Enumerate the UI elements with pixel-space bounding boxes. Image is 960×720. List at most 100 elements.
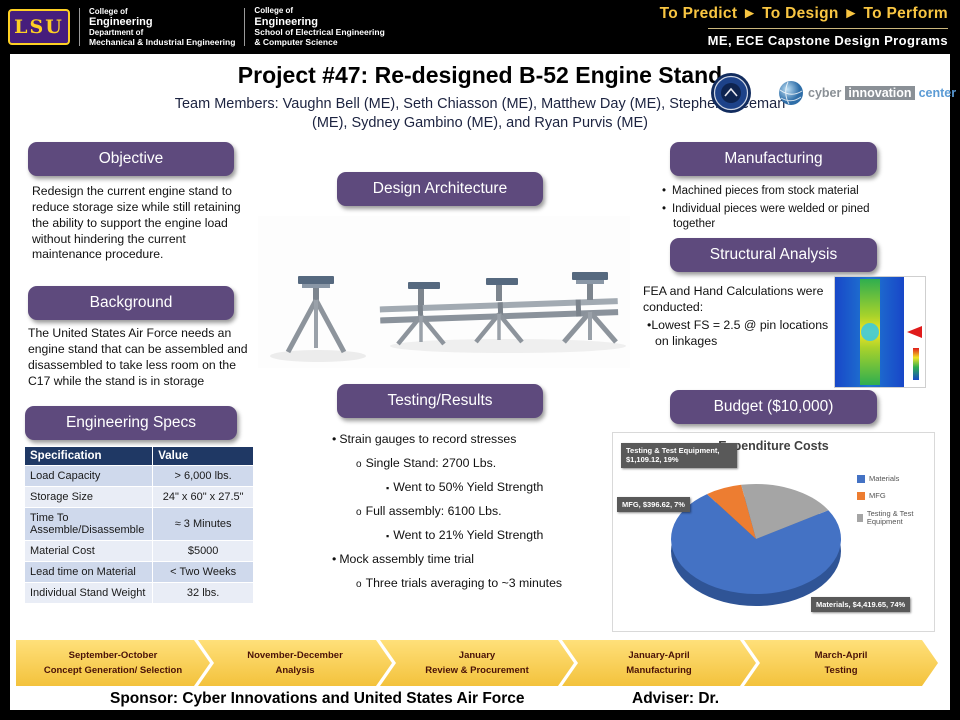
section-header-structural-analysis: Structural Analysis — [670, 238, 877, 272]
structural-analysis-title: Structural Analysis — [709, 246, 838, 263]
phase-name: Concept Generation/ Selection — [43, 664, 183, 676]
phase-period: January — [458, 650, 496, 662]
legend-item: MFG — [857, 491, 929, 501]
table-row: Lead time on Material< Two Weeks — [23, 561, 254, 583]
objective-title: Objective — [98, 150, 164, 167]
testing-results-list: Strain gauges to record stresses Single … — [328, 432, 630, 600]
spec-value: 32 lbs. — [152, 582, 254, 604]
header-right: To Predict ► To Design ► To Perform ME, … — [660, 5, 960, 50]
timeline-phase-4: January-April Manufacturing — [562, 640, 756, 686]
phase-name: Review & Procurement — [425, 664, 529, 676]
spec-name: Lead time on Material — [23, 561, 154, 583]
list-item: Machined pieces from stock material — [660, 184, 888, 199]
design-architecture-title: Design Architecture — [372, 180, 508, 197]
dept2-line2: Engineering — [254, 15, 318, 28]
dept1-line3: Department of — [89, 28, 144, 38]
header-bar: LSU College of Engineering Department of… — [0, 0, 960, 54]
timeline-phase-2: November-December Analysis — [198, 640, 392, 686]
spec-name: Material Cost — [23, 540, 154, 562]
chart-title: Expenditure Costs — [718, 439, 829, 453]
dept2-line1: College of — [254, 6, 294, 16]
phase-period: March-April — [814, 650, 868, 662]
dept2-line4: & Computer Science — [254, 36, 338, 47]
phase-name: Manufacturing — [626, 664, 692, 676]
table-row: Time To Assemble/Disassemble≈ 3 Minutes — [23, 507, 254, 541]
legend-swatch-materials — [857, 475, 865, 484]
legend-item: Testing & Test Equipment — [857, 508, 929, 527]
table-row: Material Cost$5000 — [23, 540, 254, 562]
list-item: Strain gauges to record stresses — [328, 432, 630, 446]
lsu-logo-text: LSU — [14, 16, 64, 38]
legend-label: Materials — [869, 474, 900, 483]
engineering-specs-table: Specification Value Load Capacity> 6,000… — [23, 446, 254, 604]
objective-body: Redesign the current engine stand to red… — [32, 184, 241, 262]
testing-results-title: Testing/Results — [387, 392, 493, 409]
spec-value: $5000 — [152, 540, 254, 562]
program-title: ME, ECE Capstone Design Programs — [707, 27, 948, 48]
phase-period: September-October — [68, 650, 158, 662]
list-item: Single Stand: 2700 Lbs. — [328, 456, 630, 470]
cyber-logo-word2: innovation — [845, 86, 915, 100]
table-row: Load Capacity> 6,000 lbs. — [23, 465, 254, 487]
list-item: Full assembly: 6100 Lbs. — [328, 504, 630, 518]
structural-analysis-lead: FEA and Hand Calculations were conducted… — [643, 284, 824, 314]
dept1-line4: Mechanical & Industrial Engineering — [89, 36, 236, 47]
poster-body: Project #47: Re-designed B-52 Engine Sta… — [10, 54, 956, 710]
dept-electrical: College of Engineering School of Electri… — [254, 6, 384, 47]
spec-value: < Two Weeks — [152, 561, 254, 583]
spec-value: 24" x 60" x 27.5" — [152, 486, 254, 508]
dept2-line3: School of Electrical Engineering — [254, 27, 385, 38]
specs-col-value: Value — [152, 446, 254, 466]
legend-label: MFG — [869, 491, 886, 501]
background-title: Background — [89, 294, 173, 311]
budget-pie-chart: Expenditure Costs Materials MFG T — [612, 432, 935, 632]
spec-name: Time To Assemble/Disassemble — [23, 507, 154, 541]
cyber-logo-word3: center — [918, 86, 957, 100]
list-item: Lowest FS = 2.5 @ pin locations on linka… — [643, 318, 835, 350]
legend-label: Testing & Test Equipment — [866, 508, 914, 526]
specs-header-row: Specification Value — [23, 446, 254, 466]
list-item: Went to 21% Yield Strength — [328, 528, 630, 542]
section-header-manufacturing: Manufacturing — [670, 142, 877, 176]
legend-swatch-mfg — [857, 492, 865, 501]
spec-name: Load Capacity — [23, 465, 154, 487]
cyber-globe-icon — [779, 81, 803, 105]
list-item: Mock assembly time trial — [328, 552, 630, 566]
section-header-engineering-specs: Engineering Specs — [25, 406, 237, 440]
section-header-objective: Objective — [28, 142, 234, 176]
section-header-background: Background — [28, 286, 234, 320]
header-divider — [79, 8, 80, 46]
header-divider — [244, 8, 246, 46]
fea-plot — [834, 276, 926, 388]
poster-title: Project #47: Re-designed B-52 Engine Sta… — [237, 62, 723, 88]
sponsor-line: Sponsor: Cyber Innovations and United St… — [110, 690, 525, 707]
dept1-line2: Engineering — [89, 15, 153, 28]
spec-name: Storage Size — [23, 486, 154, 508]
pie-slice-testing — [741, 483, 829, 539]
structural-analysis-body: FEA and Hand Calculations were conducted… — [643, 284, 835, 350]
list-item: Went to 50% Yield Strength — [328, 480, 630, 494]
team-members: Team Members: Vaughn Bell (ME), Seth Chi… — [174, 96, 786, 131]
timeline-phase-3: January Review & Procurement — [380, 640, 574, 686]
adviser-line: Adviser: Dr. — [632, 690, 720, 707]
background-body: The United States Air Force needs an eng… — [28, 326, 248, 388]
data-label-materials: Materials, $4,419.65, 74% — [811, 597, 911, 613]
data-label-mfg: MFG, $396.62, 7% — [617, 497, 690, 513]
cyber-innovation-center-logo: cyber innovation center ™ — [778, 80, 960, 106]
section-header-budget: Budget ($10,000) — [670, 390, 877, 424]
lsu-logo: LSU — [8, 9, 70, 45]
motto-text: To Predict ► To Design ► To Perform — [659, 4, 948, 22]
timeline-phase-5: March-April Testing — [744, 640, 938, 686]
pie-icon — [671, 483, 842, 606]
manufacturing-list: Machined pieces from stock material Indi… — [660, 184, 888, 235]
legend-item: Materials — [857, 474, 929, 484]
section-header-design-architecture: Design Architecture — [337, 172, 543, 206]
spec-name: Individual Stand Weight — [23, 582, 154, 604]
air-force-seal-icon — [710, 72, 752, 119]
budget-title: Budget ($10,000) — [713, 398, 834, 415]
pie-slice-materials — [671, 494, 842, 595]
phase-period: January-April — [628, 650, 690, 662]
